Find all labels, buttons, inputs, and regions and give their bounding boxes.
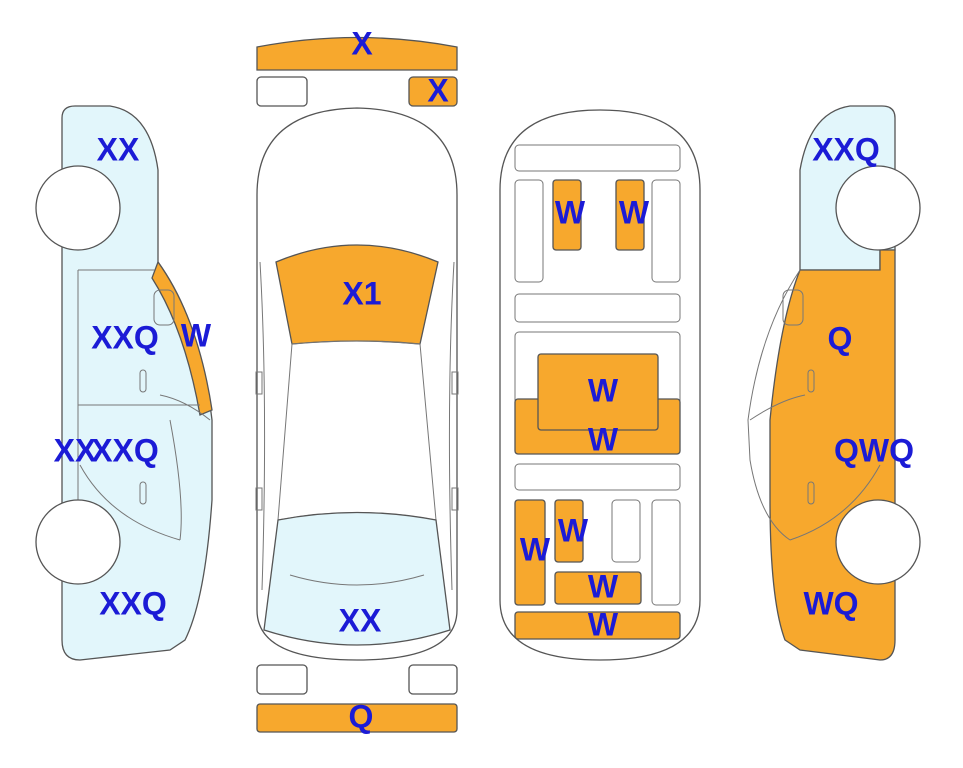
right-rear-handle [807, 481, 815, 505]
label-floor-seat-2: W [619, 194, 650, 230]
top-view [255, 107, 459, 661]
floor-rear-inner-right-frame [611, 499, 641, 563]
right-front-handle [807, 369, 815, 393]
floor-view [499, 109, 701, 661]
left-rear-wheel[interactable] [35, 499, 121, 585]
rear-left-lamp-panel[interactable] [256, 664, 308, 695]
label-floor-rear-cross-1: W [588, 568, 619, 604]
front-right-lamp-panel[interactable] [408, 76, 458, 107]
left-side-line [259, 261, 266, 591]
left-a-pillar-panel[interactable] [151, 260, 213, 416]
left-front-handle [139, 369, 147, 393]
label-rear-bumper: Q [349, 698, 374, 734]
floor-right-front-rail [651, 179, 681, 283]
right-mirror [451, 371, 459, 395]
rear-right-lamp-panel[interactable] [408, 664, 458, 695]
left-window-line [77, 269, 211, 500]
floor-rear-left-inner-panel[interactable] [554, 499, 584, 563]
floor-cross-member-2 [514, 463, 681, 491]
floor-seat-2-panel[interactable] [615, 179, 645, 251]
rear-deck-line [289, 574, 425, 586]
label-left-rear-door-b: XXQ [91, 432, 159, 468]
floor-rear-cross-2-panel[interactable] [514, 611, 681, 640]
floor-middle-upper-panel[interactable] [537, 353, 659, 431]
floor-seat-1-panel[interactable] [552, 179, 582, 251]
right-rear-wheel[interactable] [835, 499, 921, 585]
left-side-mirror [153, 289, 175, 326]
front-section [256, 36, 458, 107]
left-mirror [255, 371, 263, 395]
right-windshield-outline [747, 269, 801, 541]
label-floor-middle-upper: W [588, 372, 619, 408]
label-windshield: X1 [342, 275, 381, 311]
rear-bumper-panel[interactable] [256, 703, 458, 733]
label-front-right-lamp: X [427, 72, 449, 108]
right-side-mirror [782, 289, 804, 326]
floor-rear-left-outer-panel[interactable] [514, 499, 546, 606]
label-floor-middle-lower: W [588, 421, 619, 457]
label-floor-rear-left-outer: W [520, 531, 551, 567]
right-window-line [749, 394, 881, 541]
front-bumper-panel[interactable] [256, 36, 458, 71]
right-front-wheel[interactable] [835, 165, 921, 251]
label-left-front-door: XXQ [91, 319, 159, 355]
damage-labels: X X X1 XX Q XX XXQ W XX XXQ XXQ W W W W … [54, 25, 914, 734]
floor-rear-right-rail [651, 499, 681, 606]
label-right-rear-quarter: WQ [803, 585, 858, 621]
label-front-bumper: X [351, 25, 373, 61]
label-rear-window: XX [339, 602, 382, 638]
label-left-rear-door-a: XX [54, 432, 97, 468]
label-left-front-fender: XX [97, 131, 140, 167]
label-left-a-pillar: W [181, 317, 212, 353]
floor-cross-member-1 [514, 293, 681, 323]
floor-rear-cross-1-panel[interactable] [554, 571, 642, 605]
left-front-wheel[interactable] [35, 165, 121, 251]
left-rear-handle [139, 481, 147, 505]
label-left-rear-quarter: XXQ [99, 585, 167, 621]
right-rear-mirror [451, 487, 459, 511]
floor-front-rail [514, 144, 681, 172]
right-side-line [448, 261, 455, 591]
label-right-front-fender: XXQ [812, 131, 880, 167]
left-rear-mirror [255, 487, 263, 511]
label-right-rear-door: QWQ [834, 432, 914, 468]
left-door-line [79, 419, 182, 541]
label-floor-rear-cross-2: W [588, 606, 619, 642]
label-floor-rear-left-inner: W [558, 512, 589, 548]
front-left-lamp-panel[interactable] [256, 76, 308, 107]
right-side-view [747, 105, 921, 661]
floor-left-front-rail [514, 179, 544, 283]
label-right-front-door: Q [828, 320, 853, 356]
label-floor-seat-1: W [555, 194, 586, 230]
rear-section [256, 664, 458, 733]
left-side-view [35, 105, 213, 661]
rear-window-panel[interactable] [263, 511, 451, 646]
